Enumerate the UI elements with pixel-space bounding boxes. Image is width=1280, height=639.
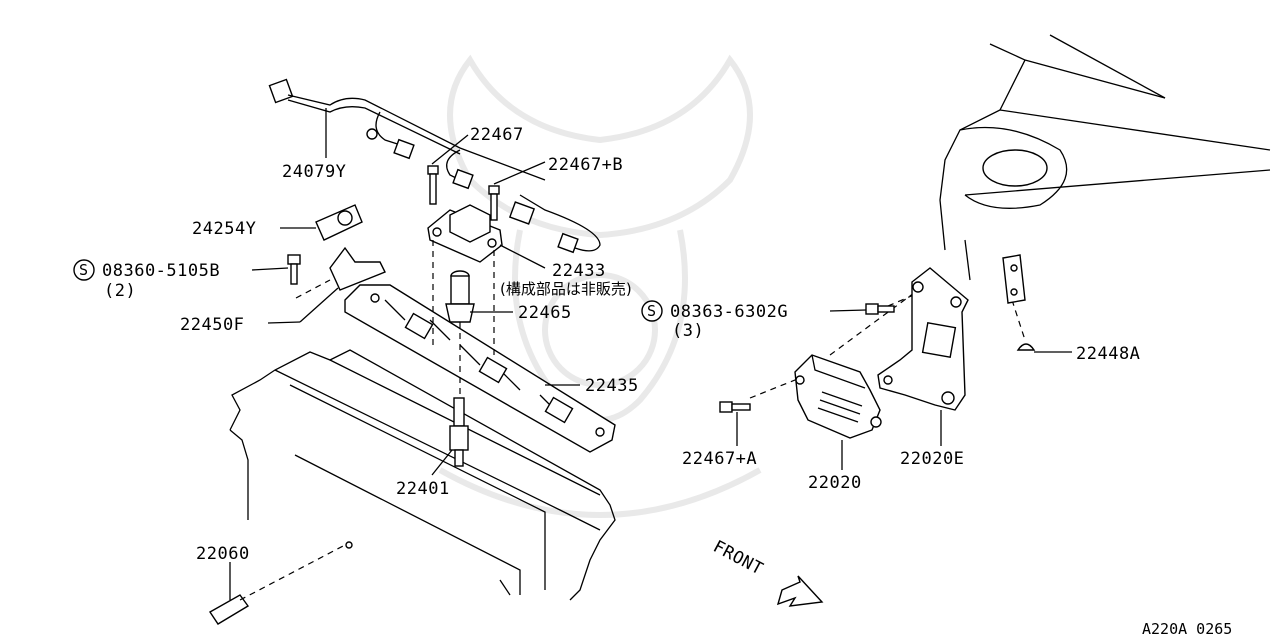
label-22467B: 22467+B	[548, 155, 623, 175]
bracket-22020E	[877, 267, 969, 411]
label-08363: 08363-6302G	[670, 302, 788, 322]
ignition-coil-22433	[427, 204, 503, 263]
label-22401: 22401	[396, 479, 450, 499]
screw-symbol-2-letter: S	[647, 302, 656, 320]
bolts-22467	[427, 165, 500, 221]
screw-symbol-1-letter: S	[79, 261, 88, 279]
spark-plug-22401	[449, 397, 469, 467]
label-22435: 22435	[585, 376, 639, 396]
label-22060: 22060	[196, 544, 250, 564]
screw-08360	[287, 254, 301, 285]
label-08363-qty: (3)	[672, 321, 704, 341]
screw-symbol-1: S	[73, 259, 95, 281]
front-label: FRONT	[710, 537, 767, 580]
label-24254Y: 24254Y	[192, 219, 256, 239]
label-22433-note: (構成部品は非販売)	[500, 280, 632, 298]
plug-boot-22465	[445, 270, 475, 323]
bracket-24254Y	[315, 204, 363, 241]
label-22433: 22433	[552, 261, 606, 281]
bracket-clip	[1002, 254, 1036, 351]
bolt-08363	[865, 303, 895, 315]
label-22467A: 22467+A	[682, 449, 757, 469]
label-08360-qty: (2)	[104, 281, 136, 301]
screw-symbol-2: S	[641, 300, 663, 322]
diagram-code: A220A 0265	[1142, 620, 1232, 638]
label-22020E: 22020E	[900, 449, 964, 469]
ignitor-22020	[794, 354, 882, 439]
bracket-22450F	[329, 246, 386, 291]
label-24079Y: 24079Y	[282, 162, 346, 182]
label-08360: 08360-5105B	[102, 261, 220, 281]
label-22465: 22465	[518, 303, 572, 323]
label-22448A: 22448A	[1076, 344, 1140, 364]
bolt-22467A	[719, 401, 751, 413]
leader-lines	[229, 108, 1072, 600]
wire-harness-24079Y	[268, 78, 601, 254]
label-22020: 22020	[808, 473, 862, 493]
body-panel	[939, 34, 1271, 281]
front-arrow	[776, 575, 824, 607]
label-22467: 22467	[470, 125, 524, 145]
coil-cover-22435	[344, 284, 616, 453]
cylinder-head	[229, 349, 616, 601]
label-22450F: 22450F	[180, 315, 244, 335]
sensor-22060	[209, 541, 353, 625]
